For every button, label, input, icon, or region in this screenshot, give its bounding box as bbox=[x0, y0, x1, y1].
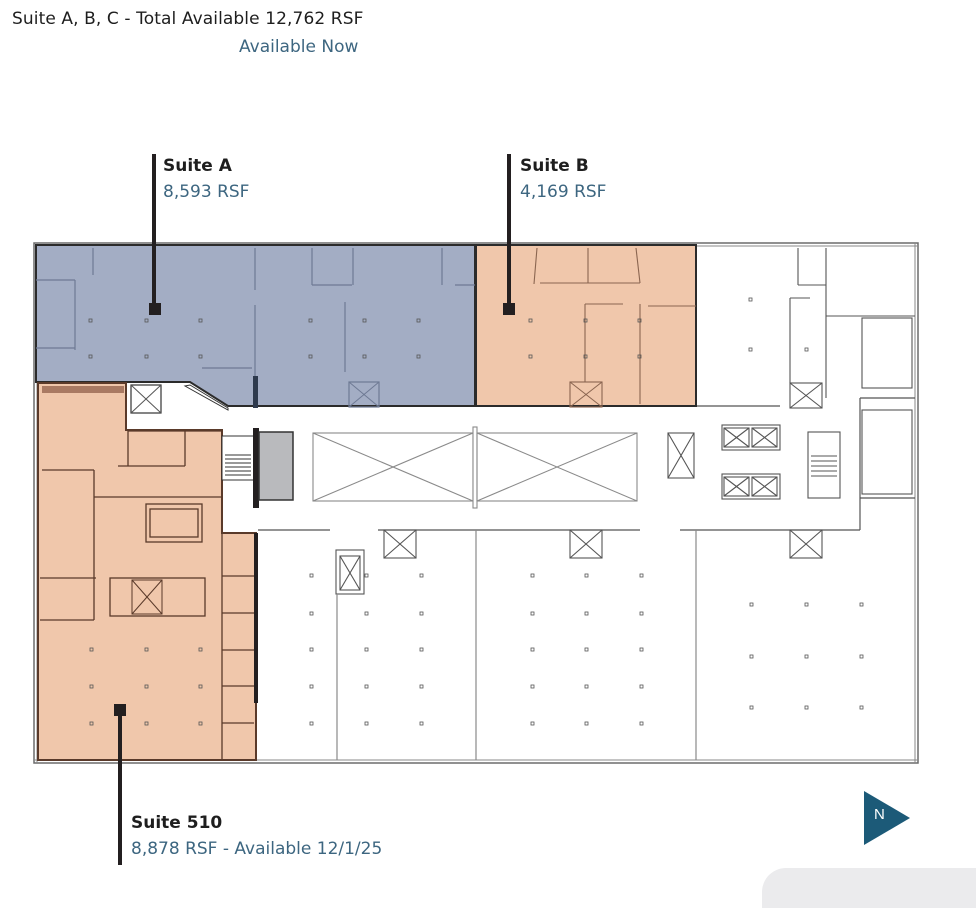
suite-a-marker[interactable] bbox=[149, 303, 161, 315]
elevator-core bbox=[667, 248, 915, 500]
suite-a-leader-line bbox=[152, 154, 156, 309]
suite-510-area-label: 8,878 RSF - Available 12/1/25 bbox=[131, 839, 383, 859]
atrium bbox=[312, 426, 638, 509]
suite-a-title: Suite A bbox=[163, 156, 232, 176]
floor-plan bbox=[33, 242, 919, 764]
north-label: N bbox=[874, 806, 885, 823]
suite-b-area-label: 4,169 RSF bbox=[520, 182, 607, 202]
suite-510-area[interactable] bbox=[37, 382, 258, 761]
suite-510-title: Suite 510 bbox=[131, 813, 223, 833]
availability-status: Available Now bbox=[239, 37, 359, 57]
lower-partitions bbox=[336, 530, 697, 760]
north-arrow-icon bbox=[864, 791, 910, 845]
bottom-panel-edge bbox=[762, 868, 976, 908]
plan-title: Suite A, B, C - Total Available 12,762 R… bbox=[12, 9, 364, 29]
suite-510-leader-line bbox=[118, 710, 122, 865]
lower-core bbox=[335, 529, 823, 595]
corridor-walls bbox=[258, 397, 915, 531]
suite-b-title: Suite B bbox=[520, 156, 589, 176]
suite-b-leader-line bbox=[507, 154, 511, 309]
core-area bbox=[130, 384, 294, 508]
column-grid bbox=[88, 297, 864, 726]
suite-a-area-label: 8,593 RSF bbox=[163, 182, 250, 202]
suite-b-area[interactable] bbox=[475, 244, 697, 408]
suite-b-marker[interactable] bbox=[503, 303, 515, 315]
